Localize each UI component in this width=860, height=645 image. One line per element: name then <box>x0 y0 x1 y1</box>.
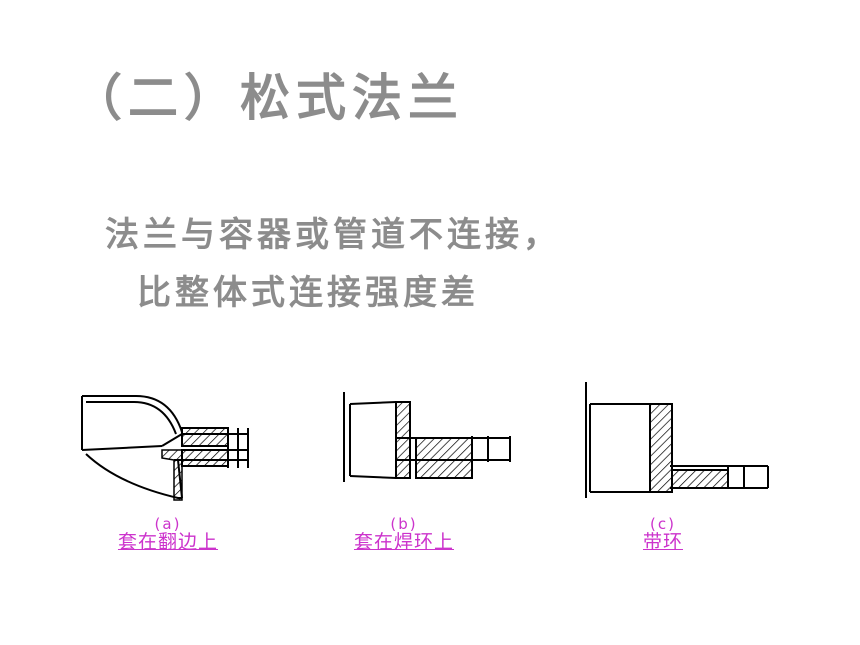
description-line-2: 比整体式连接强度差 <box>137 273 479 313</box>
figure-a-caption: (a) 套在翻边上 <box>88 515 248 553</box>
figure-b-caption-text: 套在焊环上 <box>353 531 454 553</box>
figure-c-drawing <box>585 382 769 498</box>
figure-a-caption-text: 套在翻边上 <box>117 531 218 553</box>
figure-c-caption: (c) 带环 <box>598 515 728 553</box>
figure-b-drawing <box>343 392 511 482</box>
figure-b-caption: (b) 套在焊环上 <box>324 515 484 553</box>
figure-c-label: (c) <box>650 515 676 533</box>
figure-a-label: (a) <box>154 515 182 533</box>
figure-b-label: (b) <box>390 515 418 533</box>
figure-c-caption-text: 带环 <box>642 531 683 553</box>
page-title: （二）松式法兰 <box>72 69 464 127</box>
description-line-1: 法兰与容器或管道不连接， <box>105 215 561 255</box>
figure-a-drawing <box>81 395 249 501</box>
